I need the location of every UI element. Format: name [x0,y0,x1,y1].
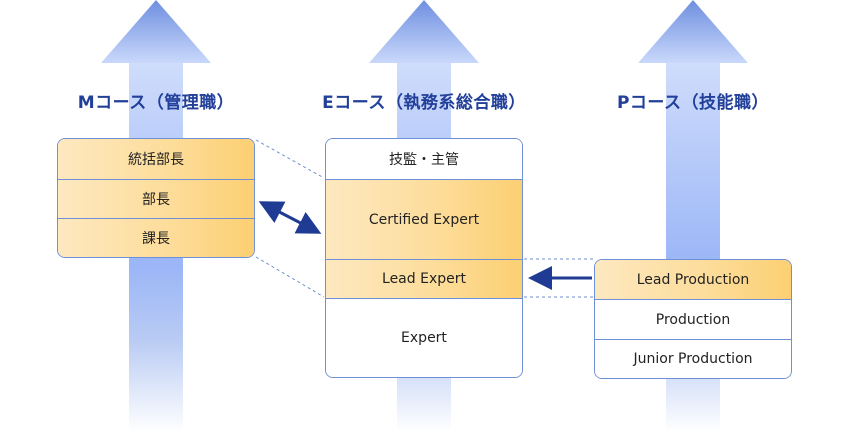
dashed-guide-top-left [255,139,325,179]
m-course-box: 統括部長 部長 課長 [57,138,255,258]
e-course-box: 技監・主管 Certified Expert Lead Expert Exper… [325,138,523,378]
position-row: Production [595,299,791,339]
position-label: Junior Production [633,351,753,367]
position-label: Production [655,311,731,328]
position-row: Lead Production [595,260,791,299]
position-row: Lead Expert [326,259,522,298]
position-row: Certified Expert [326,179,522,259]
position-row: 課長 [58,218,254,257]
position-row: 部長 [58,179,254,218]
position-row: 統括部長 [58,139,254,179]
position-label: Expert [401,330,447,346]
position-row: 技監・主管 [326,139,522,179]
dashed-guide-bottom-left [255,256,325,298]
position-row: Junior Production [595,339,791,378]
position-label: 技監・主管 [389,152,459,168]
p-course-box: Lead Production Production Junior Produc… [594,259,792,379]
position-label: 統括部長 [128,152,184,168]
position-label: Certified Expert [368,211,480,228]
p-course-title: Pコース（技能職） [616,93,770,113]
position-row: Expert [326,298,522,377]
position-label: 部長 [142,192,170,208]
e-course-title: Eコース（執務系総合職） [322,93,526,113]
m-course-title: Mコース（管理職） [77,93,235,113]
position-label: Lead Production [636,271,750,288]
position-label: 課長 [142,231,170,247]
bidirectional-arrow [258,201,322,234]
position-label: Lead Expert [382,271,466,287]
